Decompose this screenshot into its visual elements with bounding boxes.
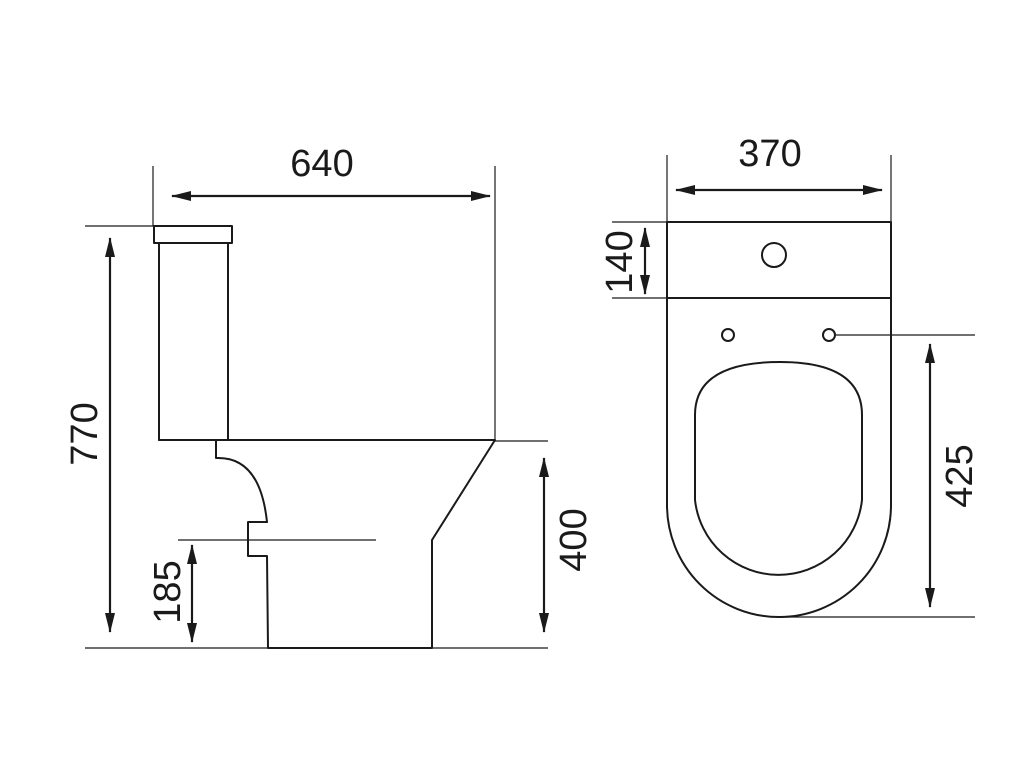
trap-curve [215, 439, 268, 523]
dimension-label-640: 640 [290, 143, 353, 185]
top-view: 370 140 425 [599, 133, 981, 618]
dimension-label-770: 770 [64, 402, 106, 465]
dimension-label-185: 185 [147, 560, 189, 623]
flush-button [761, 242, 787, 268]
side-view: 640 770 185 400 [64, 143, 595, 649]
dimension-label-370: 370 [738, 133, 801, 175]
bowl-outline [158, 439, 496, 649]
cistern-top [666, 221, 892, 299]
cistern-body [158, 242, 229, 441]
dimension-label-400: 400 [553, 508, 595, 571]
fixing-hole-left [721, 328, 735, 342]
dimension-label-425: 425 [939, 444, 981, 507]
bowl-top-outline [666, 297, 892, 618]
seat-opening [694, 361, 863, 576]
dimension-label-140: 140 [599, 230, 641, 293]
fixing-hole-right [822, 328, 836, 342]
cistern-lid [153, 225, 233, 244]
